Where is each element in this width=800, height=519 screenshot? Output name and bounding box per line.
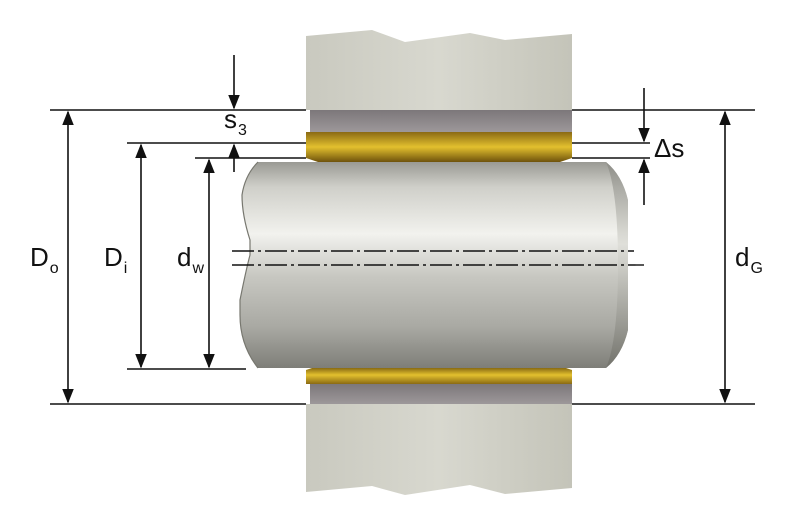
housing-lower	[306, 404, 572, 495]
extension-lines	[50, 109, 755, 405]
label-s3: s3	[224, 104, 247, 139]
label-dw: dw	[177, 242, 204, 277]
label-Do: Do	[30, 242, 59, 277]
label-Di: Di	[104, 242, 127, 277]
bearing-backing-top	[310, 110, 572, 132]
label-delta-s: Δs	[654, 133, 684, 163]
housing-upper	[306, 30, 572, 110]
bearing-liner-top	[306, 132, 572, 162]
shaft-break-edge	[239, 161, 259, 369]
bearing-liner-bottom	[306, 366, 572, 384]
bearing-backing-bottom	[310, 384, 572, 404]
label-dG: dG	[735, 242, 763, 277]
shaft-end-chamfer	[606, 162, 628, 368]
